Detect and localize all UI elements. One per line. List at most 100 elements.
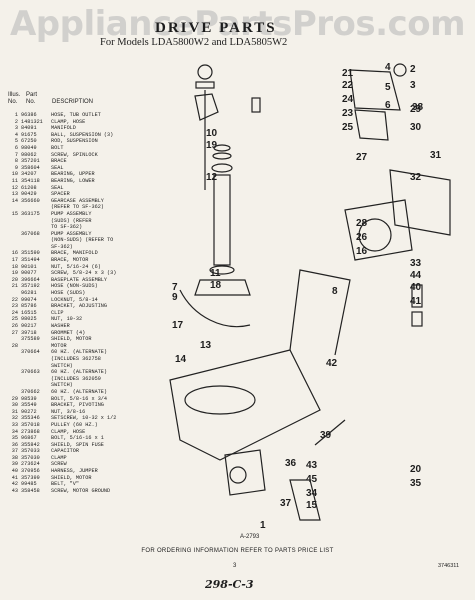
parts-row: (REFER TO SF-362): [5, 204, 165, 211]
seal-ring: [212, 152, 232, 160]
parts-pn: 99074: [21, 296, 37, 303]
parts-no: [5, 369, 21, 376]
parts-pn: [21, 224, 51, 231]
parts-no: 21: [11, 283, 18, 290]
bearing-lower: [211, 163, 233, 173]
parts-pn: 96867: [21, 435, 37, 442]
parts-pn: 96281: [21, 290, 37, 297]
parts-row: (NON-SUDS) (REFER TO: [5, 237, 165, 244]
parts-pn: 370664: [21, 349, 40, 356]
parts-no: [5, 376, 21, 383]
parts-pn: 354118: [21, 177, 40, 184]
parts-pn: 90272: [21, 408, 37, 415]
callout-number: 33: [410, 258, 422, 269]
parts-no: 25: [11, 316, 18, 323]
parts-no: [5, 218, 21, 225]
parts-pn: 85786: [21, 303, 37, 310]
parts-desc: BRACKET, ADJUSTING: [51, 303, 108, 310]
parts-pn: [21, 237, 51, 244]
parts-no: 11: [11, 177, 18, 184]
parts-desc: SHIELD, SPIN FUSE: [51, 441, 104, 448]
parts-desc: BRACE, MOTOR: [51, 257, 89, 264]
bearing-upper: [213, 144, 231, 152]
part-label: Part No.: [26, 92, 38, 105]
callout-number: 11: [210, 268, 221, 279]
callout-number: 13: [200, 340, 212, 351]
parts-pn: 375589: [21, 336, 40, 343]
illus-label: Illus. No.: [8, 92, 21, 105]
parts-desc: GEARCASE ASSEMBLY: [51, 197, 104, 204]
parts-no: [5, 349, 21, 356]
parts-pn: 98539: [21, 395, 37, 402]
parts-pn: 357192: [21, 283, 40, 290]
parts-pn: 351590: [21, 250, 40, 257]
callout-number: 24: [342, 94, 354, 105]
parts-desc: WASHER: [51, 323, 70, 329]
parts-pn: 370662: [21, 388, 40, 395]
parts-desc: CAPACITOR: [51, 448, 80, 455]
parts-pn: 98025: [21, 316, 37, 323]
parts-desc: BOLT, 5/8-16 x 3/4: [51, 395, 108, 402]
drive-shaft: [213, 174, 231, 266]
motor-rotor: [358, 218, 392, 252]
parts-pn: 96386: [21, 112, 37, 118]
parts-row: SWITCH): [5, 382, 165, 389]
callout-number: 22: [342, 80, 354, 91]
parts-no: 31: [11, 408, 18, 415]
callout-number: 5: [385, 82, 391, 93]
callout-number: 38: [412, 102, 424, 113]
motor-housing: [344, 199, 413, 261]
parts-pn: 34207: [21, 171, 37, 178]
parts-no: 39: [11, 461, 18, 468]
parts-row: TO SF-362): [5, 224, 165, 231]
parts-row: (SUDS) (REFER: [5, 218, 165, 225]
callout-number: 36: [285, 458, 297, 469]
parts-no: [5, 382, 21, 389]
parts-desc: SWITCH): [51, 362, 73, 369]
callout-number: 15: [306, 500, 318, 511]
parts-pn: 358604: [21, 164, 40, 171]
callout-number: 27: [356, 152, 368, 163]
parts-no: [5, 363, 21, 370]
parts-desc: HARNESS, JUMPER: [51, 468, 98, 475]
callout-number: 20: [410, 464, 422, 475]
parts-pn: 357018: [21, 421, 40, 428]
parts-no: 6: [14, 144, 18, 151]
callout-number: 41: [410, 296, 422, 307]
callout-number: 1: [260, 520, 266, 531]
parts-desc: SWITCH): [51, 382, 73, 389]
parts-pn: 356660: [21, 197, 40, 204]
parts-no: [5, 204, 21, 211]
parts-desc: (REFER TO SF-362): [51, 204, 104, 211]
suspension-cap: [195, 81, 215, 89]
parts-no: 27: [11, 329, 18, 336]
parts-desc: NUT, 10-32: [51, 316, 83, 323]
doc-code: 3746311: [438, 563, 460, 569]
parts-desc: SCREW, SPINLOCK: [51, 151, 98, 158]
callout-number: 2: [410, 64, 416, 75]
parts-pn: 1481321: [21, 118, 43, 125]
parts-no: 16: [11, 250, 18, 257]
callout-number: 17: [172, 320, 184, 331]
parts-desc: CLIP: [51, 309, 64, 316]
column-header-part-no: Part No.: [26, 92, 37, 106]
parts-pn: 370956: [21, 468, 40, 475]
callout-number: 42: [326, 358, 338, 369]
callout-number: 19: [206, 140, 218, 151]
parts-no: 15: [11, 210, 18, 217]
